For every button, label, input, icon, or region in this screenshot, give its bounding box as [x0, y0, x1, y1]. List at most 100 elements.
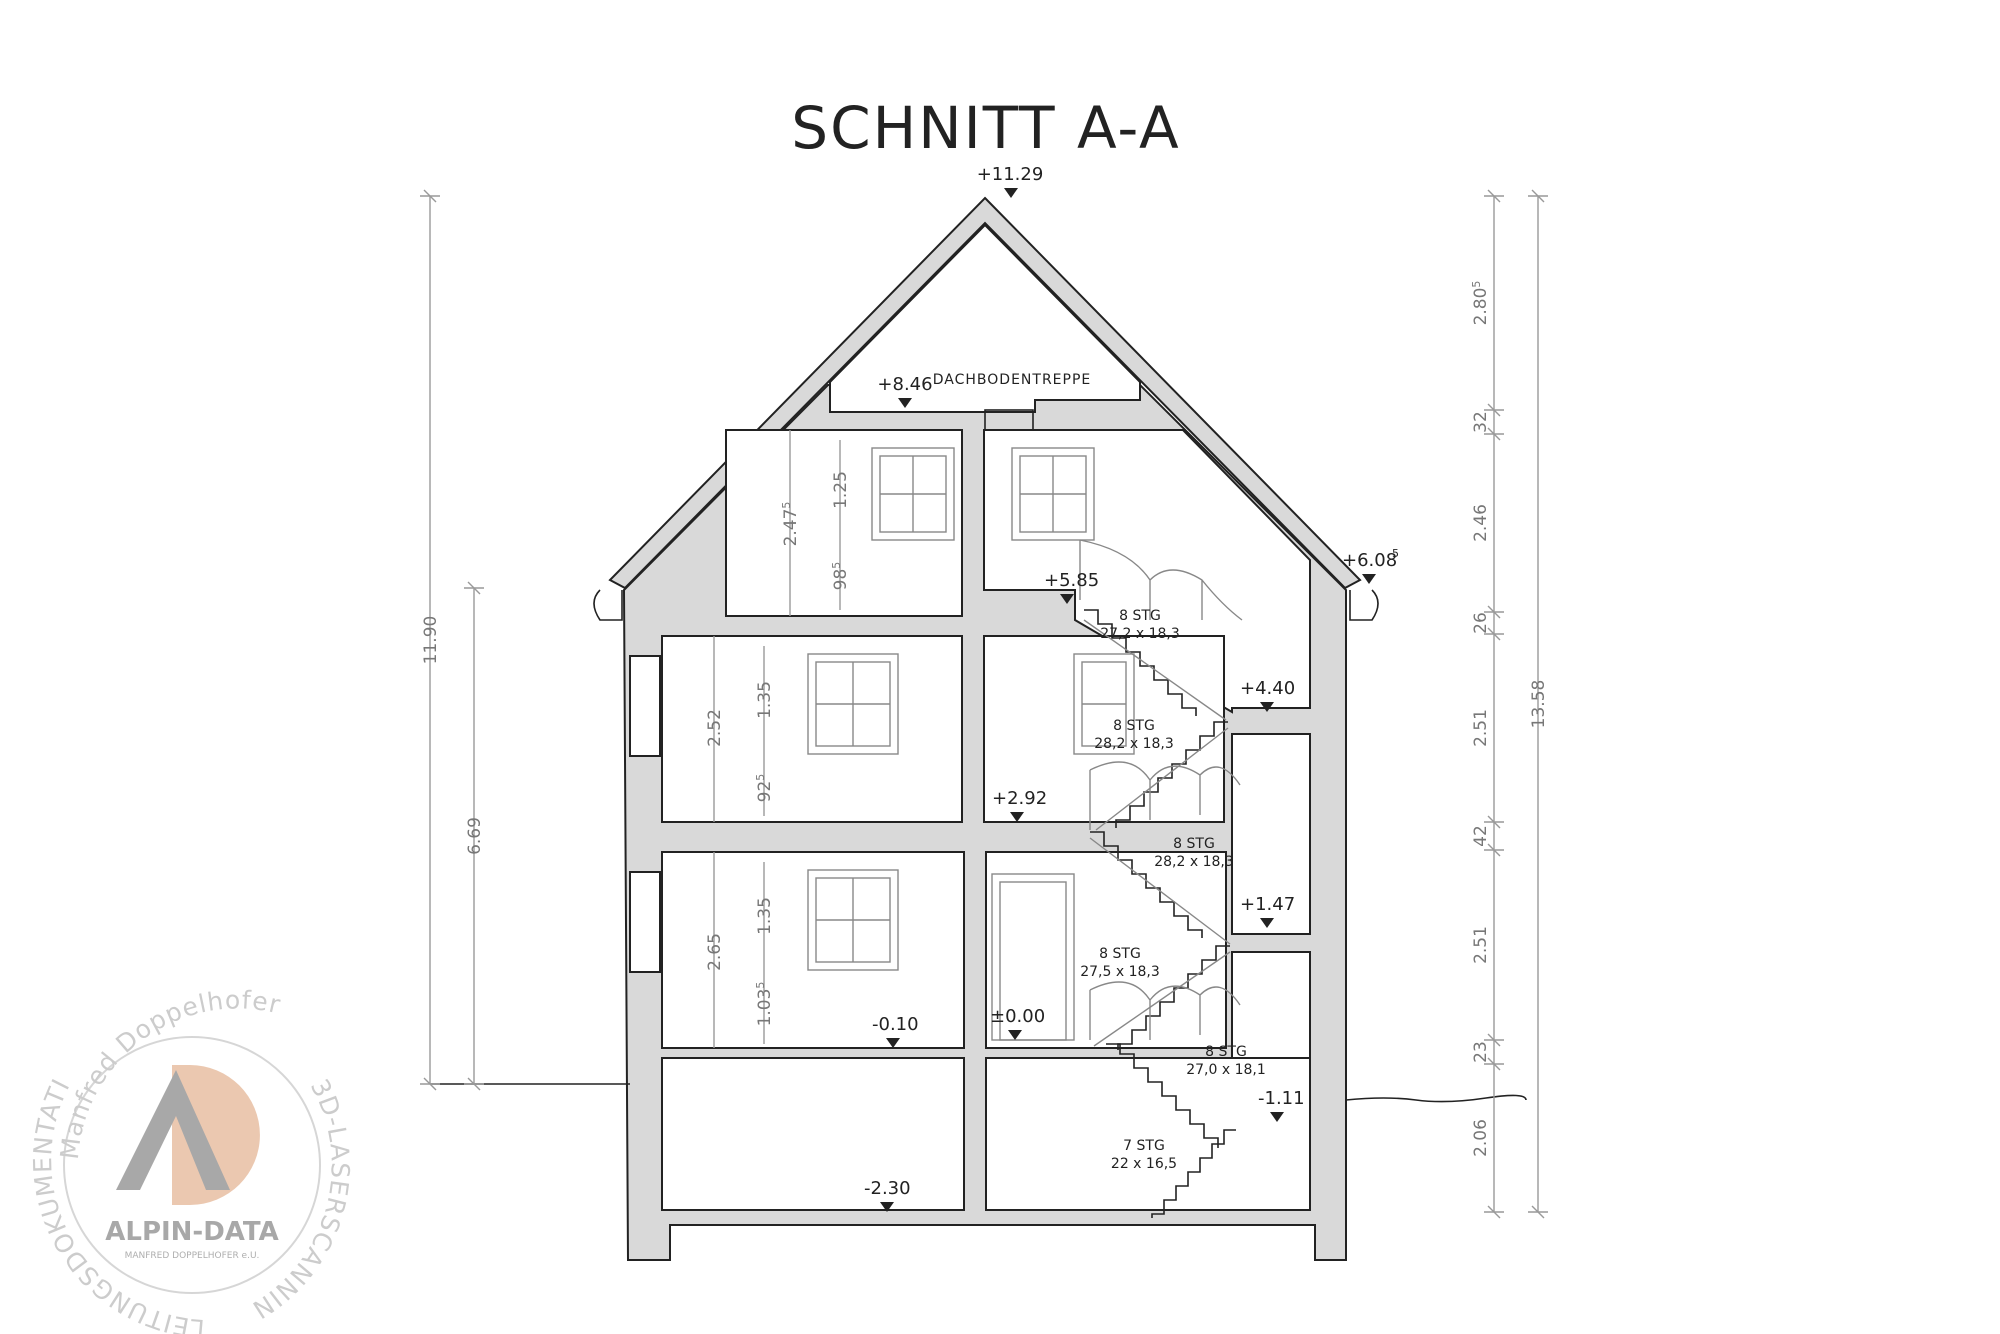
gutter-left — [593, 589, 623, 621]
dim-right-segment: 32 — [1471, 411, 1491, 433]
dim-right-tick-slash — [1487, 1033, 1501, 1047]
svg-text:925: 925 — [754, 774, 775, 803]
stair-flight-3 — [1090, 831, 1203, 938]
svg-text:985: 985 — [830, 562, 851, 591]
room-second-right — [983, 635, 1225, 823]
svg-text:1.35: 1.35 — [755, 681, 775, 719]
svg-text:27,2 x 18,3: 27,2 x 18,3 — [1100, 626, 1180, 642]
dim-right-segment: 2.51 — [1471, 709, 1491, 747]
cellar-left — [661, 1057, 965, 1211]
dimensions-left: 11.90 6.69 — [420, 189, 485, 1091]
svg-text:+5.85: +5.85 — [1044, 570, 1099, 591]
railing-mid — [1089, 761, 1241, 830]
svg-text:1.25: 1.25 — [831, 471, 851, 509]
dim-total-height: 11.90 — [421, 616, 441, 665]
svg-text:+11.29: +11.29 — [977, 164, 1044, 185]
attic-hatch — [984, 409, 1034, 431]
door-ground-right — [991, 873, 1075, 1041]
room-ground-left — [661, 851, 965, 1049]
svg-text:28,2 x 18,3: 28,2 x 18,3 — [1094, 736, 1174, 752]
dim-right-segment: 2.06 — [1471, 1119, 1491, 1157]
svg-text:7 STG: 7 STG — [1123, 1138, 1165, 1154]
svg-text:2.52: 2.52 — [705, 709, 725, 747]
dim-right-tick-slash — [1487, 427, 1501, 441]
stair-flight-4 — [1117, 945, 1230, 1050]
dimensions-right: 13.58 2.805 32 2.46 26 2.51 42 2.51 23 2.06 — [1470, 189, 1549, 1219]
level-m010: -0.10 — [872, 1014, 919, 1048]
dim-right-tick-slash — [1487, 1057, 1501, 1071]
window-jamb-lower — [629, 871, 661, 973]
window-ground-left — [807, 869, 899, 971]
attic-stair-label: DACHBODENTREPPE — [933, 372, 1092, 388]
window-second-right — [1073, 653, 1135, 755]
dim-right-segment: 2.51 — [1471, 926, 1491, 964]
svg-text:8 STG: 8 STG — [1099, 946, 1141, 962]
window-top-left — [871, 447, 955, 541]
stair-flight-1 — [1084, 609, 1197, 716]
level-ridge: +11.29 — [977, 164, 1044, 198]
svg-text:27,0 x 18,1: 27,0 x 18,1 — [1186, 1062, 1266, 1078]
level-eave: +6.08 5 — [1342, 547, 1399, 584]
svg-text:2.65: 2.65 — [705, 933, 725, 971]
svg-text:1.035: 1.035 — [754, 982, 775, 1027]
dimensions-floors: 2.475 1.25 985 2.52 1.35 925 2.65 1.35 1… — [705, 430, 851, 1048]
window-jamb-upper — [629, 655, 661, 757]
svg-text:+8.46: +8.46 — [877, 374, 932, 395]
windows — [807, 447, 1135, 1041]
svg-text:22 x 16,5: 22 x 16,5 — [1111, 1156, 1177, 1172]
window-second-left — [807, 653, 899, 755]
ground-line-right — [1345, 1094, 1527, 1103]
dim-right-tick-slash — [1487, 403, 1501, 417]
svg-text:+2.92: +2.92 — [992, 788, 1047, 809]
level-585: +5.85 — [1044, 570, 1099, 604]
svg-text:±0.00: ±0.00 — [990, 1006, 1045, 1027]
stair-flight-5 — [1106, 1043, 1219, 1148]
watermark-logo — [116, 1065, 260, 1205]
building-section — [593, 196, 1379, 1261]
svg-text:+6.08: +6.08 — [1342, 550, 1397, 571]
svg-text:28,2 x 18,3: 28,2 x 18,3 — [1154, 854, 1234, 870]
dim-right-segment: 2.805 — [1470, 281, 1491, 326]
dim-right-tick-slash — [1487, 815, 1501, 829]
stair-note-5: 8 STG 27,0 x 18,1 — [1186, 1044, 1266, 1078]
dim-right-segment: 26 — [1471, 612, 1491, 634]
room-second-far-right — [1231, 733, 1311, 935]
room-ground-right — [985, 851, 1227, 1049]
attic-room — [829, 223, 1141, 413]
level-292: +2.92 — [992, 788, 1047, 822]
level-000: ±0.00 — [990, 1006, 1045, 1040]
drawing-title: SCHNITT A-A — [791, 94, 1180, 162]
dim-partial-height: 6.69 — [465, 817, 485, 855]
stair-note-6: 7 STG 22 x 16,5 — [1111, 1138, 1177, 1172]
dim-floor-ground: 2.65 1.35 1.035 — [705, 852, 775, 1048]
svg-text:8 STG: 8 STG — [1205, 1044, 1247, 1060]
dim-right-total: 13.58 — [1529, 680, 1549, 729]
room-top-right — [983, 429, 1311, 714]
dim-right-tick-slash — [1487, 1205, 1501, 1219]
svg-text:8 STG: 8 STG — [1119, 608, 1161, 624]
room-second-left — [661, 635, 963, 823]
room-top-left — [725, 429, 963, 617]
dim-right-tick-slash — [1487, 843, 1501, 857]
dim-floor-second: 2.52 1.35 925 — [705, 636, 775, 822]
watermark-sub: MANFRED DOPPELHOFER e.U. — [125, 1251, 260, 1261]
cellar-right — [985, 1057, 1311, 1211]
dim-right-segment: 2.46 — [1471, 504, 1491, 542]
svg-text:-2.30: -2.30 — [864, 1178, 911, 1199]
level-m230: -2.30 — [864, 1178, 911, 1212]
dim-right-segment: 42 — [1471, 825, 1491, 847]
dim-floor-top: 2.475 1.25 985 — [780, 430, 851, 616]
stair-flight-6 — [1151, 1129, 1236, 1218]
svg-text:-1.11: -1.11 — [1258, 1088, 1305, 1109]
svg-text:+4.40: +4.40 — [1240, 678, 1295, 699]
svg-text:5: 5 — [1392, 547, 1399, 560]
svg-text:2.475: 2.475 — [780, 502, 801, 547]
dim-right-segment: 23 — [1471, 1041, 1491, 1063]
level-147: +1.47 — [1240, 894, 1295, 928]
window-top-right — [1011, 447, 1095, 541]
